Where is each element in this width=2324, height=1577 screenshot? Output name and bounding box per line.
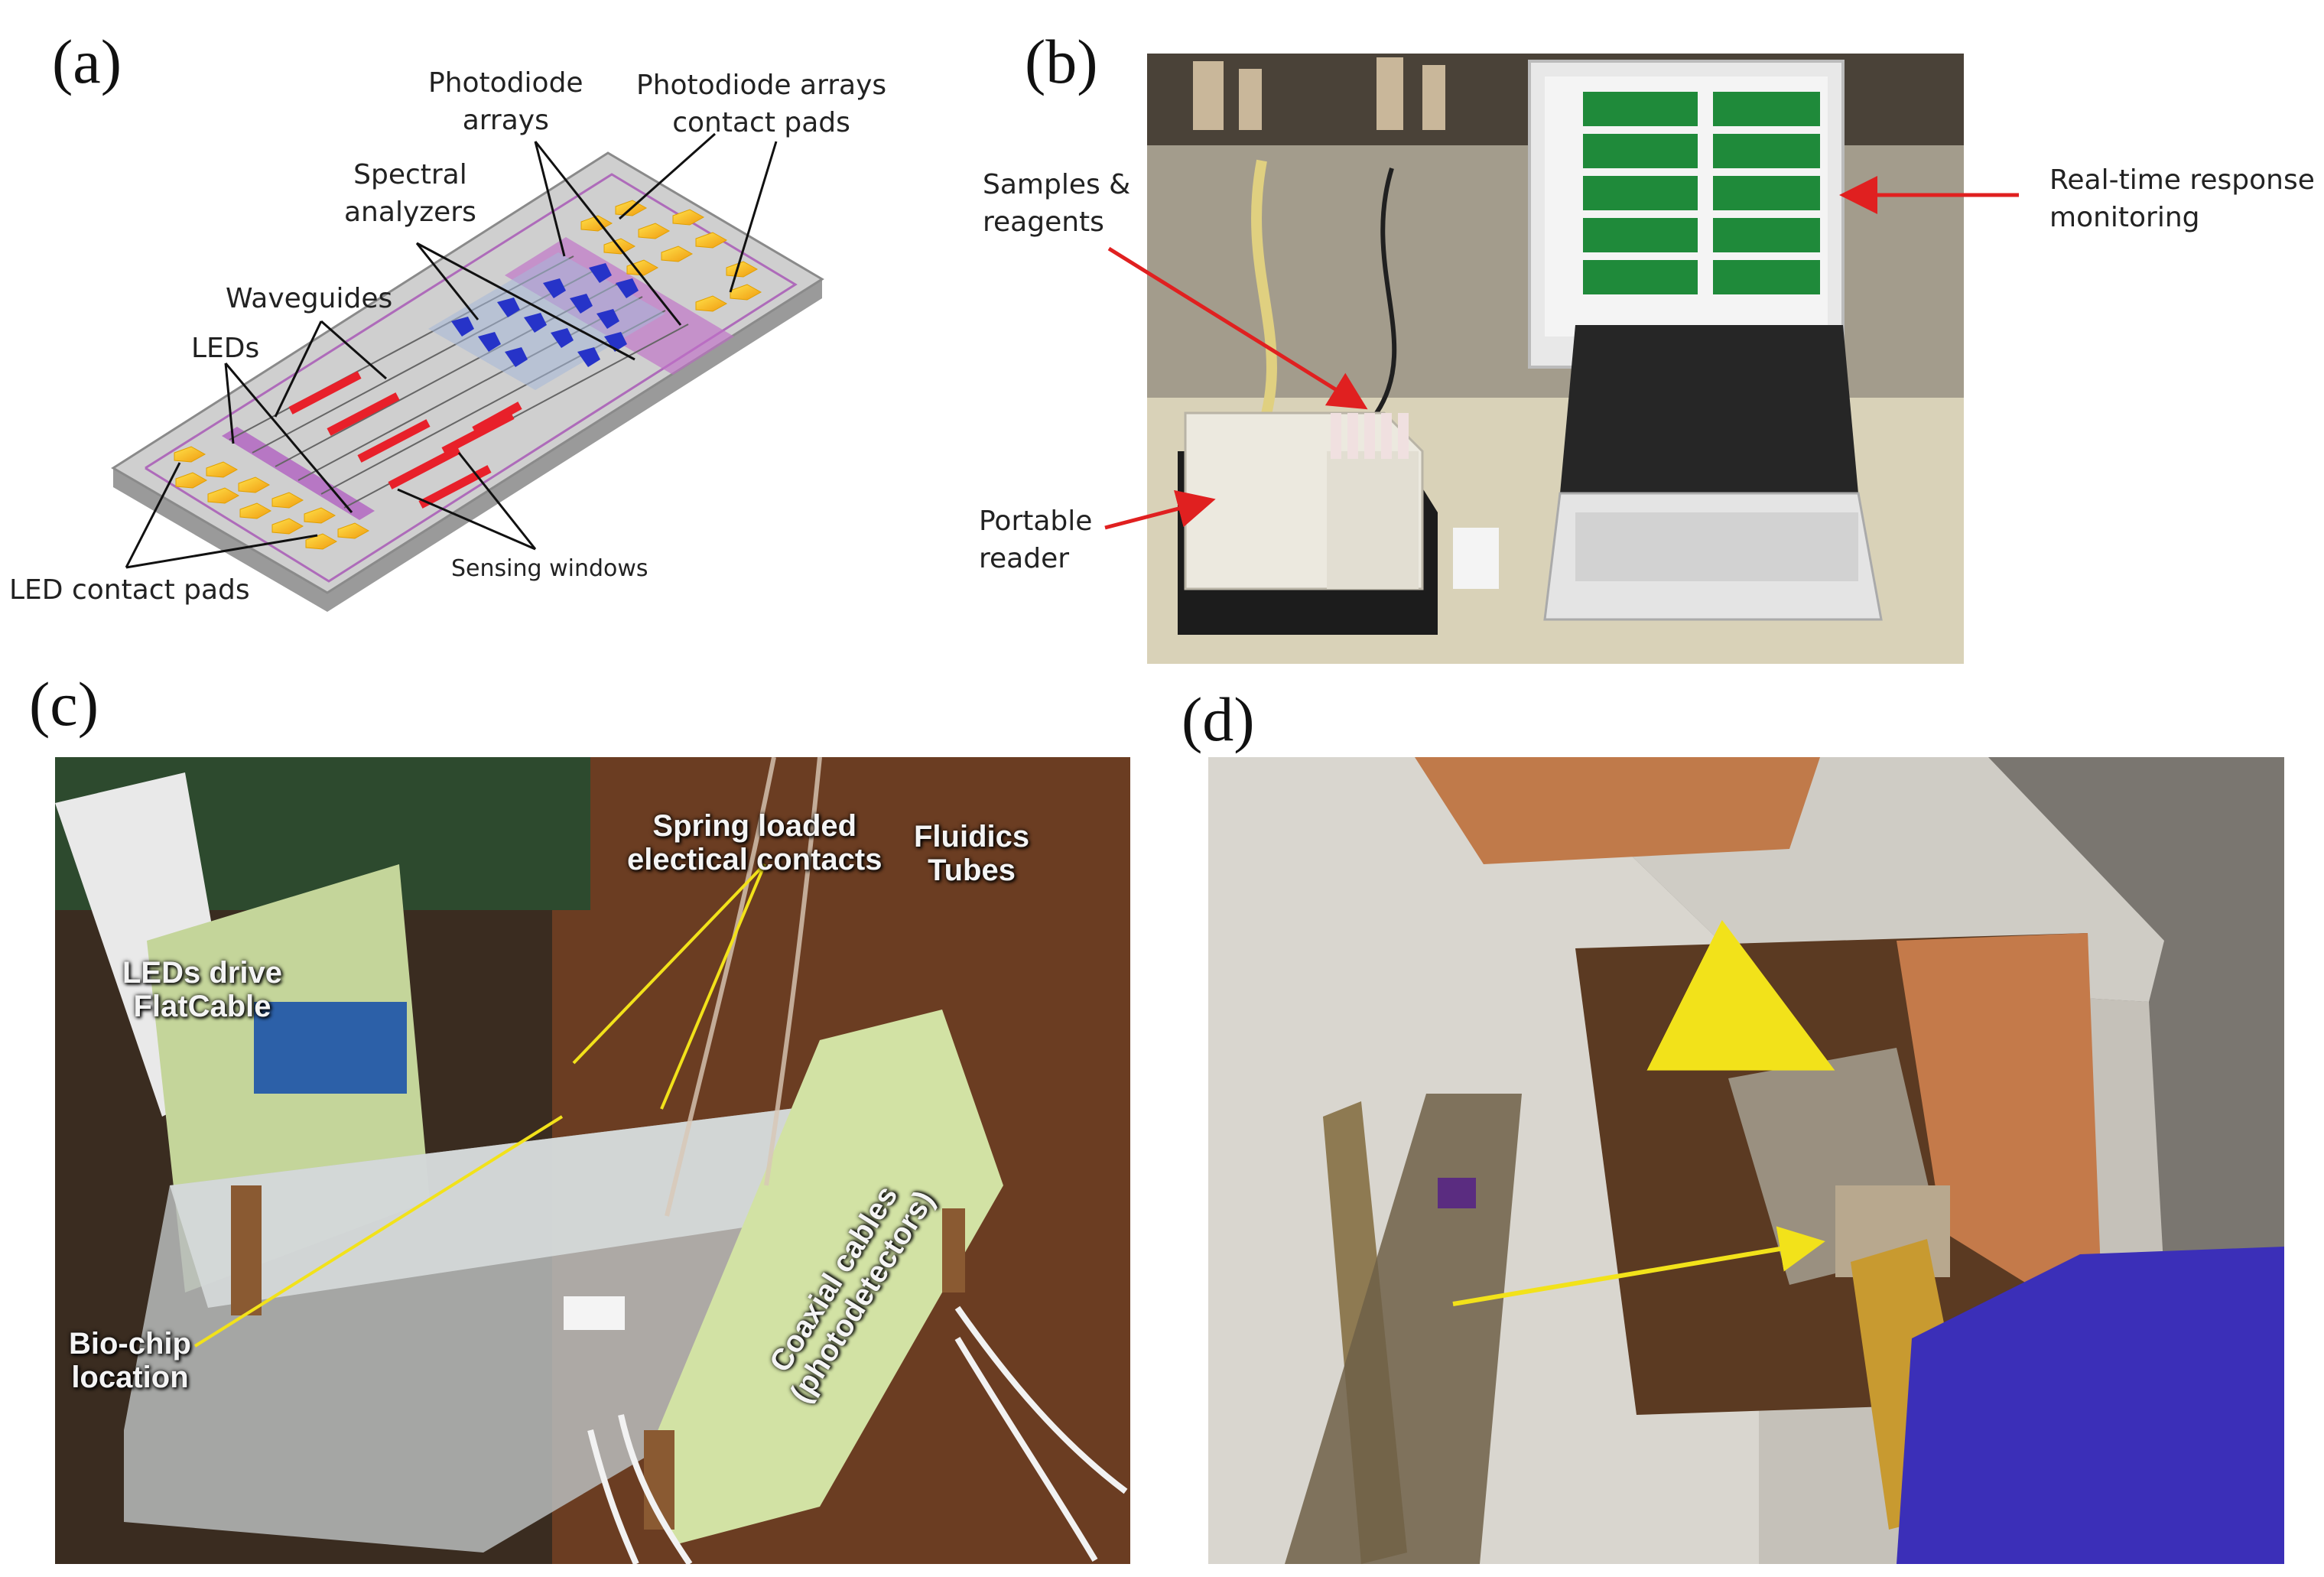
- panel-letter-c: (c): [29, 669, 99, 739]
- label-leds: LEDs: [191, 333, 260, 364]
- label-portable-reader: Portable reader: [979, 506, 1093, 574]
- sensing-window-bars: [288, 371, 522, 509]
- label-leds-drive-flatcable: LEDs drive FlatCable: [122, 956, 282, 1023]
- led-strip: [222, 427, 375, 520]
- label-led-contact-pads: LED contact pads: [9, 574, 250, 606]
- label-biochip-location: Bio-chip location: [69, 1327, 191, 1394]
- label-samples-reagents: Samples & reagents: [983, 169, 1131, 238]
- panel-letter-d: (d): [1182, 684, 1255, 754]
- panel-letter-b: (b): [1025, 27, 1098, 96]
- spectral-analyzer-shapes: [451, 263, 639, 367]
- led-contact-pads: [174, 446, 370, 550]
- spectral-analyzer-area: [428, 252, 665, 390]
- photodiode-contact-pads: [580, 200, 762, 312]
- label-photodiode-arrays: Photodiode arrays: [428, 67, 583, 136]
- label-waveguides: Waveguides: [226, 283, 393, 314]
- label-fluidics-tubes: Fluidics Tubes: [914, 820, 1030, 887]
- label-realtime-monitoring: Real-time response monitoring: [2049, 164, 2315, 233]
- panel-letter-a: (a): [52, 27, 122, 96]
- label-photodiode-contact-pads: Photodiode arrays contact pads: [636, 70, 887, 138]
- chip-purple-frame: [145, 173, 798, 583]
- photodiode-strip: [505, 237, 734, 375]
- panel-b-photo: [1147, 54, 1964, 664]
- panel-b-photo-drawing: [1147, 54, 1964, 664]
- label-spectral-analyzers: Spectral analyzers: [344, 159, 476, 228]
- monitor-graphs: [1583, 92, 1820, 294]
- label-spring-contacts: Spring loaded electical contacts: [627, 809, 882, 876]
- panel-d-photo-drawing: [1208, 757, 2284, 1564]
- panel-d-photo: [1208, 757, 2284, 1564]
- label-sensing-windows: Sensing windows: [451, 555, 648, 582]
